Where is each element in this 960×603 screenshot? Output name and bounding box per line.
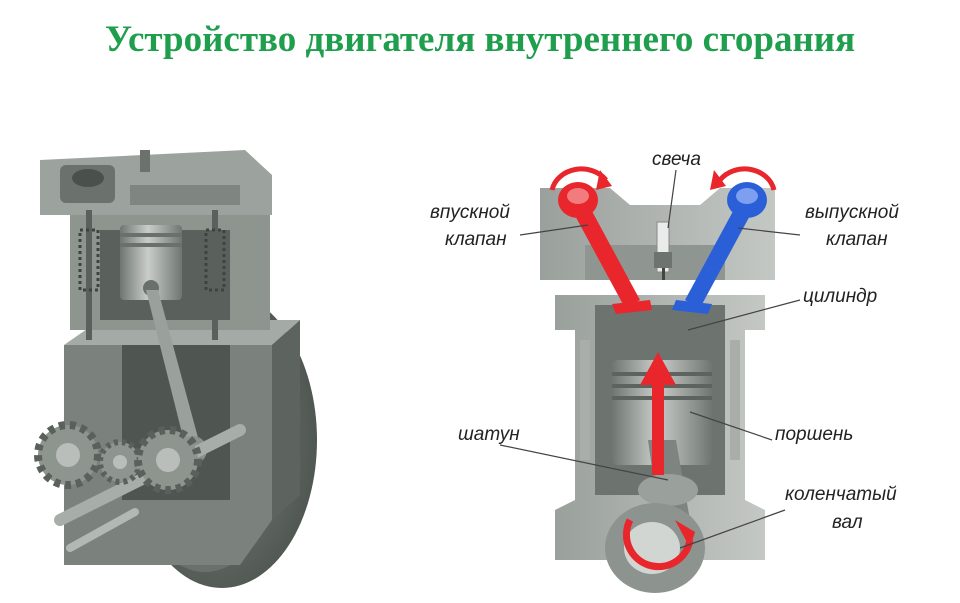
leader-lines — [499, 169, 801, 549]
label-intake-valve-line2: клапан — [445, 229, 507, 250]
engine-3d-illustration — [34, 150, 317, 588]
exhaust-valve — [672, 182, 767, 314]
label-piston: поршень — [775, 424, 853, 445]
crankshaft-rotation-arrow — [622, 518, 694, 571]
crankshaft-lever — [66, 508, 139, 552]
spark-plug — [654, 221, 672, 280]
gear-left — [34, 421, 102, 489]
label-exhaust-valve-line1: выпускной — [805, 202, 899, 223]
label-intake-valve-line1: впускной — [430, 202, 510, 223]
engine-cross-section — [540, 166, 777, 593]
intake-valve — [558, 182, 652, 314]
left-valve-stem — [86, 210, 92, 340]
left-connecting-rod — [146, 290, 200, 449]
label-spark-plug: свеча — [652, 149, 701, 170]
exhaust-rotation-arrow — [718, 166, 777, 191]
label-cylinder: цилиндр — [803, 286, 877, 307]
gear-middle — [97, 439, 143, 485]
right-valve-stem — [212, 210, 218, 340]
piston-up-arrow — [652, 380, 664, 475]
label-crankshaft-line1: коленчатый — [785, 484, 897, 505]
label-crankshaft-line2: вал — [832, 512, 863, 533]
label-exhaust-valve-line2: клапан — [826, 229, 888, 250]
gear-right — [134, 426, 202, 494]
label-connecting-rod: шатун — [458, 424, 520, 445]
page-title: Устройство двигателя внутреннего сгорани… — [104, 19, 856, 60]
